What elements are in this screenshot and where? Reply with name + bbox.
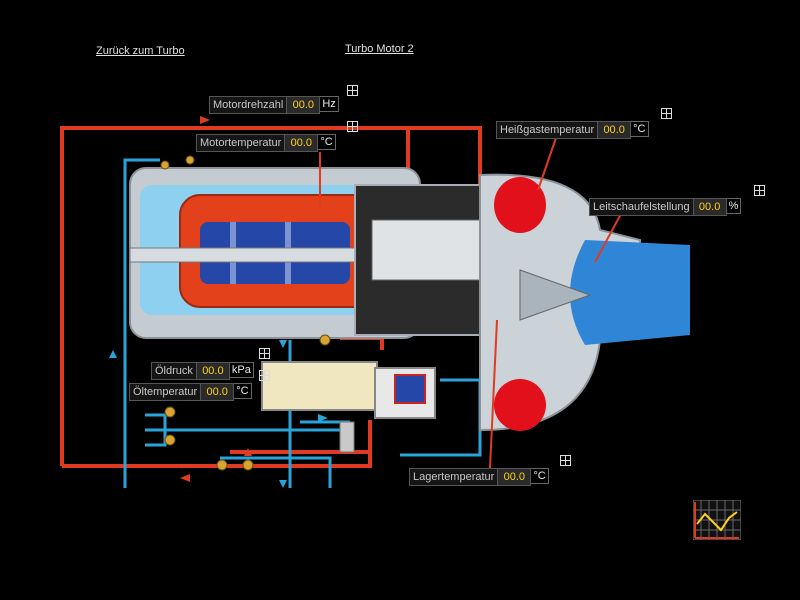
valves bbox=[160, 155, 331, 471]
volute-top bbox=[494, 177, 546, 233]
readout-motordrehzahl: Motordrehzahl 00.0 Hz bbox=[209, 96, 339, 114]
readout-value: 00.0 bbox=[693, 198, 727, 216]
grid-icon[interactable] bbox=[347, 85, 358, 96]
readout-unit: °C bbox=[318, 134, 336, 150]
readout-value: 00.0 bbox=[498, 468, 532, 486]
readout-unit: °C bbox=[631, 121, 649, 137]
readout-label: Leitschaufelstellung bbox=[589, 198, 694, 216]
grid-icon[interactable] bbox=[661, 108, 672, 119]
readout-value: 00.0 bbox=[598, 121, 632, 139]
readout-heissgastemperatur: Heißgastemperatur 00.0 °C bbox=[496, 121, 649, 139]
readout-value: 00.0 bbox=[287, 96, 321, 114]
readout-value: 00.0 bbox=[196, 362, 230, 380]
readout-label: Heißgastemperatur bbox=[496, 121, 599, 139]
readout-label: Motortemperatur bbox=[196, 134, 286, 152]
readout-unit: % bbox=[726, 198, 742, 214]
oil-pump bbox=[261, 361, 378, 411]
readout-unit: °C bbox=[531, 468, 549, 484]
trend-chart-icon[interactable] bbox=[693, 500, 741, 540]
impeller bbox=[519, 269, 592, 321]
readout-unit: Hz bbox=[320, 96, 339, 112]
readout-oeldruck: Öldruck 00.0 kPa bbox=[151, 362, 254, 380]
readout-label: Öltemperatur bbox=[129, 383, 202, 401]
readout-leitschaufelstellung: Leitschaufelstellung 00.0 % bbox=[589, 198, 742, 216]
grid-icon[interactable] bbox=[560, 455, 571, 466]
readout-motortemperatur: Motortemperatur 00.0 °C bbox=[196, 134, 336, 152]
readout-lagertemperatur: Lagertemperatur 00.0 °C bbox=[409, 468, 549, 486]
back-to-turbo-link[interactable]: Zurück zum Turbo bbox=[96, 45, 185, 57]
grid-icon[interactable] bbox=[347, 121, 358, 132]
cool-pipe bbox=[123, 158, 482, 488]
volute-bottom bbox=[494, 379, 546, 431]
leader-lines bbox=[319, 137, 623, 469]
readout-value: 00.0 bbox=[285, 134, 319, 152]
readout-label: Motordrehzahl bbox=[209, 96, 288, 114]
readout-unit: kPa bbox=[229, 362, 254, 378]
grid-icon[interactable] bbox=[754, 185, 765, 196]
readout-oeltemperatur: Öltemperatur 00.0 °C bbox=[129, 383, 252, 401]
readout-unit: °C bbox=[234, 383, 252, 399]
hot-flow-arrows bbox=[180, 116, 252, 482]
cool-flow-arrows bbox=[109, 340, 328, 488]
grid-icon[interactable] bbox=[259, 348, 270, 359]
page-title-link[interactable]: Turbo Motor 2 bbox=[345, 43, 414, 55]
readout-label: Öldruck bbox=[151, 362, 197, 380]
grid-icon[interactable] bbox=[259, 370, 270, 381]
readout-label: Lagertemperatur bbox=[409, 468, 499, 486]
inlet-flow bbox=[570, 240, 690, 345]
readout-value: 00.0 bbox=[201, 383, 235, 401]
